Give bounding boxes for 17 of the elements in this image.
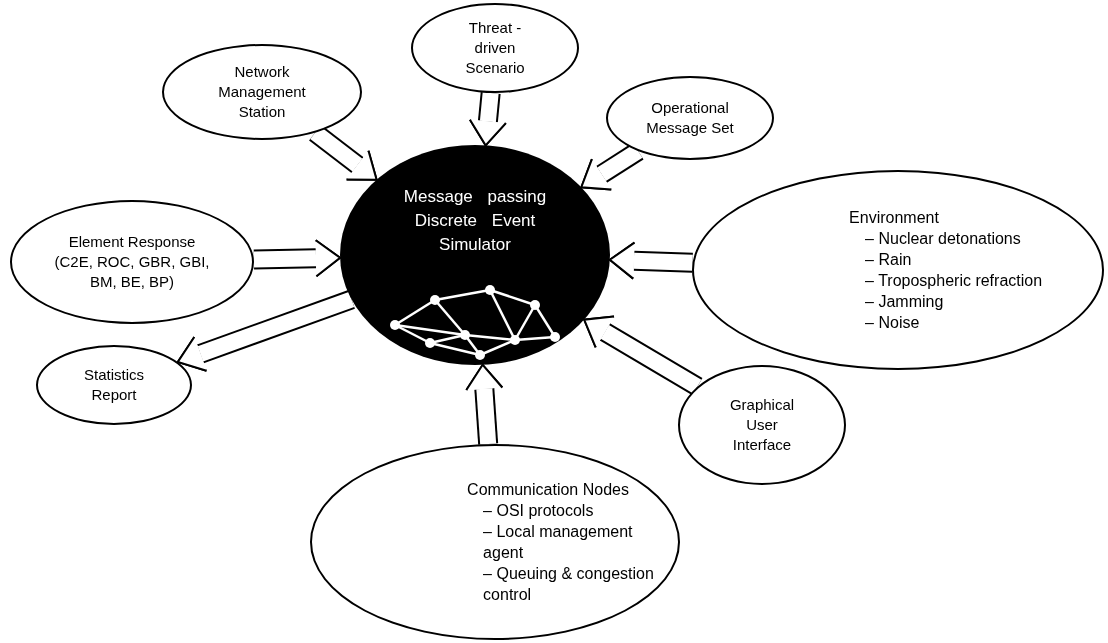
- list-item: – OSI protocols: [482, 501, 595, 521]
- node-label: Operational Message Set: [645, 98, 735, 138]
- list-item: – Local management agent: [482, 522, 634, 563]
- list-item: – Jamming: [864, 292, 945, 312]
- node-label: Element Response (C2E, ROC, GBR, GBI, BM, BE, BP): [53, 232, 211, 292]
- list-item: – Tropospheric refraction: [864, 271, 1044, 291]
- list-item: – Nuclear detonations: [864, 229, 1022, 249]
- node-label: Statistics Report: [83, 365, 145, 405]
- list-item: – Queuing & congestion control: [482, 564, 655, 605]
- node-heading: Communication Nodes: [467, 480, 630, 500]
- list-item: – Noise: [864, 313, 921, 333]
- node-label: Graphical User Interface: [728, 395, 796, 455]
- list-item: – Rain: [864, 250, 913, 270]
- node-label: Threat - driven Scenario: [464, 18, 526, 78]
- node-label: Network Management Station: [217, 62, 307, 122]
- node-heading: Environment: [849, 208, 940, 228]
- node-label: Message passing Discrete Event Simulator: [402, 186, 548, 256]
